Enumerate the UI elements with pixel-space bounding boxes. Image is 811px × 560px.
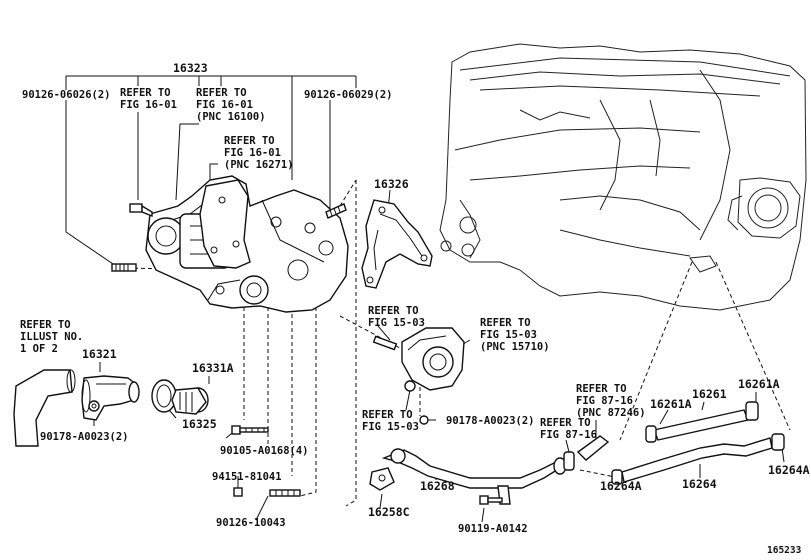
ref1-line1: REFER TO (120, 87, 171, 99)
hose-left (13, 369, 76, 447)
part-labels: 16323 90126-06026(2) 90126-06029(2) REFE… (20, 61, 810, 556)
ref7-line3: (PNC 87246) (576, 407, 646, 419)
ref3-line3: (PNC 16271) (224, 159, 294, 171)
label-90105: 90105-A0168(4) (220, 445, 309, 457)
nut-90178-left (88, 400, 100, 412)
label-90126-06029: 90126-06029(2) (304, 89, 393, 101)
label-16264A-right: 16264A (768, 463, 810, 477)
ref2-line1: REFER TO (196, 87, 247, 99)
hose-16261 (645, 401, 759, 443)
ref2-line2: FIG 16-01 (196, 99, 253, 111)
ref2-line3: (PNC 16100) (196, 111, 266, 123)
ref6-line2: FIG 15-03 (362, 421, 419, 433)
label-16261A-left: 16261A (650, 397, 692, 411)
ref7-line1: REFER TO (576, 383, 627, 395)
illus-line3: 1 OF 2 (20, 343, 58, 355)
ref5-line2: FIG 15-03 (480, 329, 537, 341)
gasket-16326 (361, 199, 433, 289)
gasket-16258C (369, 467, 395, 491)
label-16325: 16325 (182, 417, 217, 431)
stud-94151-81041 (233, 487, 243, 497)
bolt-ref-fig-16-01 (129, 203, 153, 218)
ref4-line2: FIG 15-03 (368, 317, 425, 329)
ref8-line2: FIG 87-16 (540, 429, 597, 441)
water-inlet-16321 (81, 375, 140, 421)
ref3-line2: FIG 16-01 (224, 147, 281, 159)
ref7-line2: FIG 87-16 (576, 395, 633, 407)
label-90178-left: 90178-A0023(2) (40, 431, 129, 443)
ref4-line1: REFER TO (368, 305, 419, 317)
label-90126-10043: 90126-10043 (216, 517, 286, 529)
water-pump-assembly (145, 175, 349, 313)
label-16323: 16323 (173, 61, 208, 75)
diagram-id: 165233 (767, 545, 802, 556)
gasket-16325 (151, 379, 177, 413)
label-16331A: 16331A (192, 361, 234, 375)
label-16261: 16261 (692, 387, 727, 401)
ref6-line1: REFER TO (362, 409, 413, 421)
ref5-line3: (PNC 15710) (480, 341, 550, 353)
hose-16264 (611, 433, 785, 485)
label-90126-06026: 90126-06026(2) (22, 89, 111, 101)
clamp-ref-fig-87-16 (563, 435, 610, 471)
label-94151: 94151-81041 (212, 471, 282, 483)
label-90178-right: 90178-A0023(2) (446, 415, 535, 427)
ref5-line1: REFER TO (480, 317, 531, 329)
ref8-line1: REFER TO (540, 417, 591, 429)
stud-90126-06026 (111, 263, 137, 272)
label-16321: 16321 (82, 347, 117, 361)
bolt-90119-A0142 (479, 495, 503, 505)
stud-ref-fig-15-03 (372, 335, 398, 351)
label-16264: 16264 (682, 477, 717, 491)
label-90119: 90119-A0142 (458, 523, 528, 535)
label-16326: 16326 (374, 177, 409, 191)
engine-block-illustration (439, 43, 807, 311)
stud-90126-10043 (269, 489, 301, 497)
ref3-line1: REFER TO (224, 135, 275, 147)
stud-90126-06029 (325, 203, 347, 219)
nut-90178-right (419, 415, 429, 425)
label-16264A-left: 16264A (600, 479, 642, 493)
nut-ref-fig-15-03 (404, 380, 416, 392)
ref1-line2: FIG 16-01 (120, 99, 177, 111)
housing-ref-fig-15-03 (401, 327, 465, 391)
illus-line2: ILLUST NO. (20, 331, 83, 343)
label-16268: 16268 (420, 479, 455, 493)
illus-line1: REFER TO (20, 319, 71, 331)
thermostat-16331A (171, 387, 209, 415)
label-16261A-right: 16261A (738, 377, 780, 391)
bolt-90105-A0168 (231, 425, 269, 435)
bypass-pipe-16268 (381, 448, 567, 505)
label-16258C: 16258C (368, 505, 410, 519)
